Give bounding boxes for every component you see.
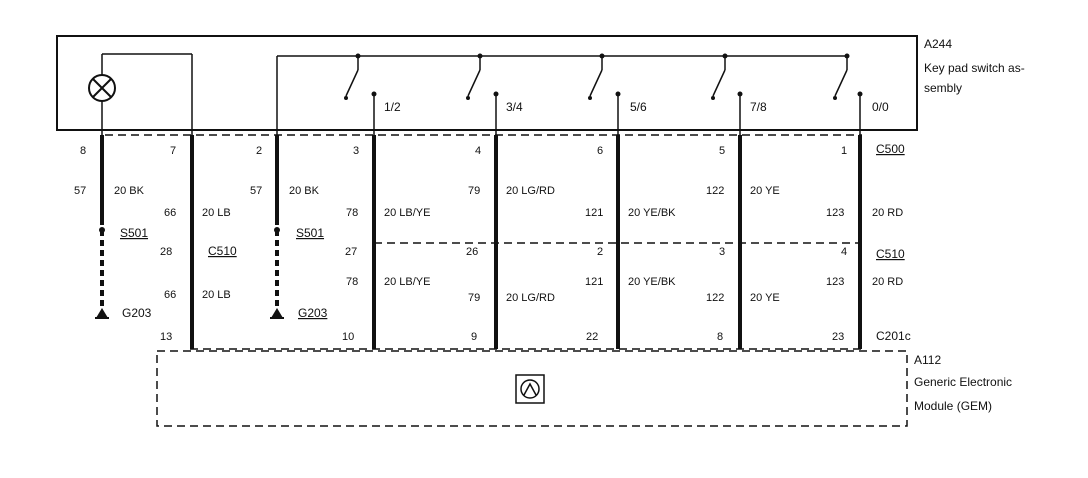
lower-wire-7-color: 20 YE	[750, 292, 780, 304]
pin-top-2: 7	[170, 145, 176, 157]
connector-c201c: C201c	[876, 329, 911, 343]
connector-c510-left: C510	[208, 244, 237, 258]
a112-component-box	[156, 350, 908, 427]
splice-s501-left: S501	[120, 226, 148, 240]
ground-g203-left: G203	[122, 306, 152, 320]
pin-bottom-4: 22	[586, 331, 598, 343]
a244-component-box	[56, 35, 918, 131]
wire-8-color: 20 RD	[872, 207, 903, 219]
lower-wire-5-color: 20 LG/RD	[506, 292, 555, 304]
wire-3-color: 20 BK	[289, 185, 320, 197]
pin-mid-5: 3	[719, 246, 725, 258]
wire-3-circuit: 57	[250, 185, 262, 197]
a244-description-line-2: sembly	[924, 81, 962, 95]
pin-top-6: 6	[597, 145, 603, 157]
lower-wire-8-circuit: 123	[826, 276, 844, 288]
pin-top-5: 4	[475, 145, 481, 157]
switch-contacts	[344, 53, 863, 135]
switch-label-3: 5/6	[630, 100, 647, 114]
lower-wire-4-circuit: 78	[346, 276, 358, 288]
switch-label-1: 1/2	[384, 100, 401, 114]
wire-5-color: 20 LG/RD	[506, 185, 555, 197]
lower-wire-8-color: 20 RD	[872, 276, 903, 288]
switch-label-5: 0/0	[872, 100, 889, 114]
pin-mid-2: 27	[345, 246, 357, 258]
wire-3	[270, 135, 284, 319]
ground-g203-right: G203	[298, 306, 328, 320]
pin-bottom-5: 8	[717, 331, 723, 343]
wire-1-color: 20 BK	[114, 185, 145, 197]
wire-1-circuit: 57	[74, 185, 86, 197]
a112-ref: A112	[914, 353, 941, 367]
pin-mid-1: 28	[160, 246, 172, 258]
pin-bottom-2: 10	[342, 331, 354, 343]
wire-8-circuit: 123	[826, 207, 844, 219]
wire-1	[95, 135, 109, 319]
lower-wire-2-circuit: 66	[164, 289, 176, 301]
wire-4-circuit: 78	[346, 207, 358, 219]
lower-wire-4-color: 20 LB/YE	[384, 276, 430, 288]
pin-bottom-6: 23	[832, 331, 844, 343]
pin-bottom-3: 9	[471, 331, 477, 343]
wire-2-color: 20 LB	[202, 207, 231, 219]
pin-mid-3: 26	[466, 246, 478, 258]
wire-4-color: 20 LB/YE	[384, 207, 430, 219]
a244-ref: A244	[924, 37, 952, 51]
module-symbol-icon	[515, 374, 545, 404]
a112-description-line-1: Generic Electronic	[914, 375, 1012, 389]
connector-c500: C500	[876, 142, 905, 156]
switch-label-2: 3/4	[506, 100, 523, 114]
pin-top-8: 1	[841, 145, 847, 157]
wire-7-circuit: 122	[706, 185, 724, 197]
pin-bottom-1: 13	[160, 331, 172, 343]
switch-label-4: 7/8	[750, 100, 767, 114]
wire-2-circuit: 66	[164, 207, 176, 219]
pin-top-4: 3	[353, 145, 359, 157]
a244-description-line-1: Key pad switch as-	[924, 61, 1025, 75]
lower-wire-7-circuit: 122	[706, 292, 724, 304]
pin-mid-6: 4	[841, 246, 847, 258]
wire-6-color: 20 YE/BK	[628, 207, 676, 219]
wire-7-color: 20 YE	[750, 185, 780, 197]
pin-mid-4: 2	[597, 246, 603, 258]
splice-s501-right: S501	[296, 226, 324, 240]
lamp-icon	[88, 74, 116, 102]
a112-description-line-2: Module (GEM)	[914, 399, 992, 413]
lower-wire-6-color: 20 YE/BK	[628, 276, 676, 288]
pin-top-1: 8	[80, 145, 86, 157]
lower-wire-2-color: 20 LB	[202, 289, 231, 301]
wire-6-circuit: 121	[585, 207, 603, 219]
lower-wire-6-circuit: 121	[585, 276, 603, 288]
lower-wire-5-circuit: 79	[468, 292, 480, 304]
connector-c510: C510	[876, 247, 905, 261]
pin-top-7: 5	[719, 145, 725, 157]
pin-top-3: 2	[256, 145, 262, 157]
wire-5-circuit: 79	[468, 185, 480, 197]
